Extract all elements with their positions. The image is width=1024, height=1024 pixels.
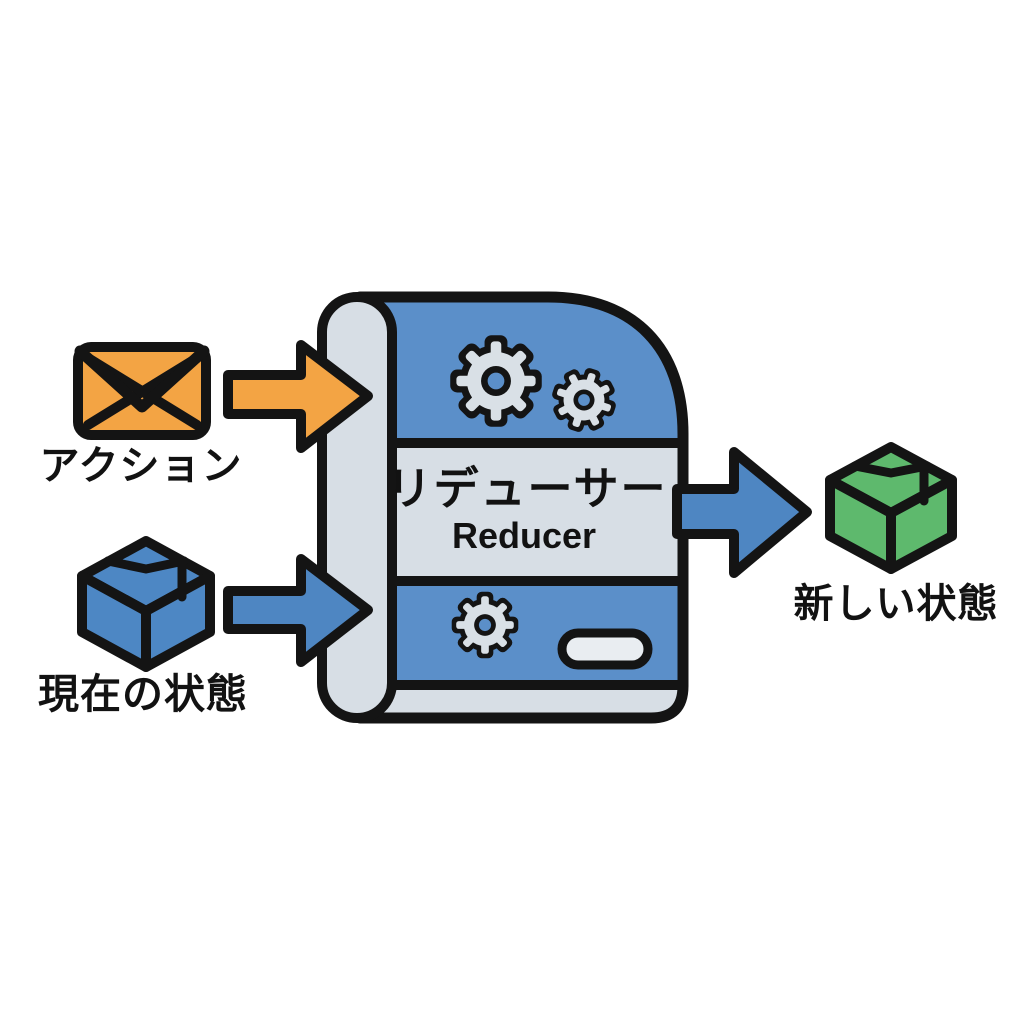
reducer-label-ja: リデューサー — [386, 463, 668, 514]
action-to-reducer-arrow — [223, 340, 373, 453]
reducer-to-new-state-arrow — [672, 447, 812, 578]
band-dividers — [360, 438, 683, 690]
state-to-reducer-arrow — [223, 554, 373, 667]
gear-icon — [451, 591, 519, 659]
reducer-spine — [317, 292, 397, 723]
new-state-box-icon — [825, 442, 957, 574]
reducer-label-en: Reducer — [451, 515, 597, 556]
current-state-label: 現在の状態 — [38, 671, 248, 717]
current-state-box-icon — [77, 536, 215, 672]
slot-pill — [557, 628, 653, 670]
gear-icon — [450, 335, 542, 427]
new-state-label: 新しい状態 — [793, 582, 999, 626]
action-label: アクション — [39, 444, 243, 488]
envelope-icon — [73, 342, 211, 440]
